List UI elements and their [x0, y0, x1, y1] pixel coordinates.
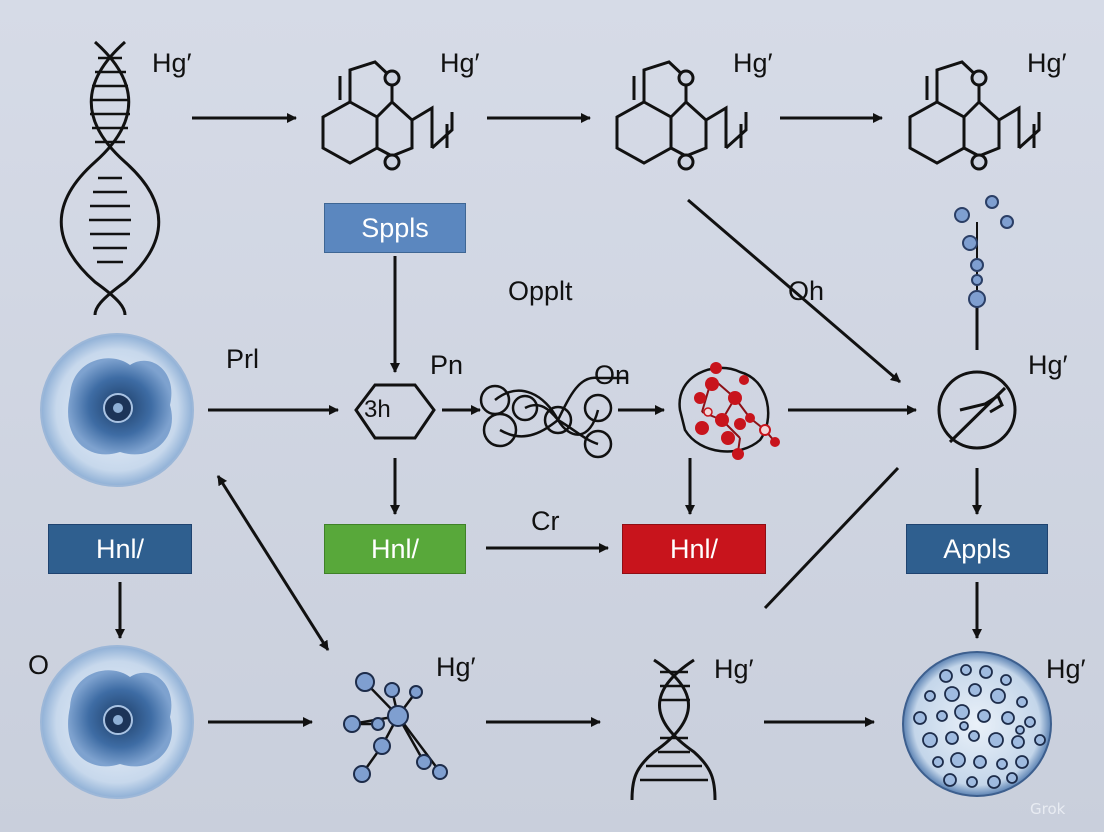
label-cr: Cr	[531, 506, 560, 536]
molecule-ring-icon	[908, 60, 1041, 171]
hexagon-icon	[354, 383, 436, 440]
molecule-ring-icon	[321, 60, 454, 171]
dna-helix-icon	[59, 40, 161, 316]
arrows	[115, 113, 982, 727]
cell-cluster-icon	[902, 651, 1052, 797]
label-oh: Oh	[788, 276, 825, 306]
box-hnl-left: Hnl/	[48, 524, 192, 574]
label-hexagon: 3h	[364, 396, 391, 423]
box-sppls: Sppls	[324, 203, 466, 253]
label-hg-molecule-1: Hg′	[440, 48, 480, 78]
network-graph-icon	[343, 672, 448, 783]
box-hnl-red: Hnl/	[622, 524, 766, 574]
label-hg-cell-cluster: Hg′	[1046, 654, 1086, 684]
bead-chain-icon	[954, 195, 1014, 308]
cell-nucleus-icon	[40, 333, 194, 487]
label-opplt: Opplt	[508, 276, 573, 306]
label-hg-molecule-2: Hg′	[733, 48, 773, 78]
label-o: O	[28, 650, 50, 680]
label-pn: Pn	[430, 350, 464, 380]
watermark-text: Grok	[1030, 800, 1066, 818]
label-prl: Prl	[226, 344, 259, 374]
red-cluster-icon	[678, 362, 780, 460]
label-hg-gauge: Hg′	[1028, 350, 1068, 380]
box-hnl-green: Hnl/	[324, 524, 466, 574]
label-on: On	[594, 360, 631, 390]
label-hg-dna-bottom: Hg′	[714, 654, 754, 684]
label-hg-network: Hg′	[436, 652, 476, 682]
molecule-ring-icon	[615, 60, 748, 171]
cell-nucleus-icon	[40, 645, 194, 799]
label-hg-molecule-3: Hg′	[1027, 48, 1067, 78]
box-appls: Appls	[906, 524, 1048, 574]
label-hg-dna-top: Hg′	[152, 48, 192, 78]
network-graph-icon	[479, 376, 628, 459]
dna-helix-icon	[630, 658, 717, 801]
gauge-circle-icon	[937, 370, 1017, 450]
